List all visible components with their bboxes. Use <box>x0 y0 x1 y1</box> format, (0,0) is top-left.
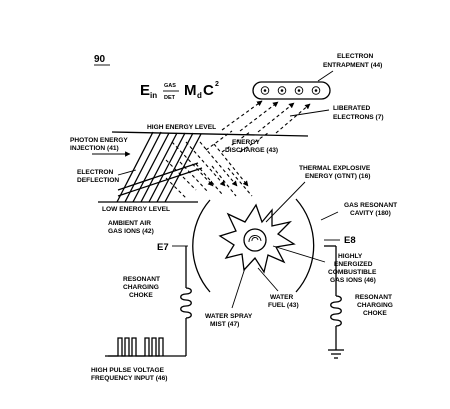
entrapment-leader <box>317 70 334 82</box>
pulse-input-label-1: HIGH PULSE VOLTAGE <box>91 367 165 374</box>
equation-c: C <box>203 82 214 99</box>
electron-deflection-label-2: DEFLECTION <box>77 177 119 184</box>
electron-entrapment-label-1: ELECTRON <box>337 53 374 60</box>
equation-c-superscript: 2 <box>215 81 219 88</box>
water-fuel-label-1: WATER <box>270 294 294 301</box>
equation-m: M <box>184 82 197 99</box>
liberated-electrons-label-1: LIBERATED <box>333 105 370 112</box>
photon-injection-label-2: INJECTION (41) <box>70 145 119 152</box>
highly-energized-leader <box>272 245 326 263</box>
cavity-right-wall <box>295 198 315 293</box>
cavity-label-2: CAVITY (180) <box>350 210 391 217</box>
explosion-star <box>218 203 296 274</box>
ion-core-outer <box>243 228 267 252</box>
liberated-electrons-label-2: ELECTRONS (7) <box>333 114 384 121</box>
left-choke-label-3: CHOKE <box>129 292 153 299</box>
water-fuel-leader <box>257 267 279 292</box>
energy-equation: E in GAS DET M d C 2 <box>140 81 219 101</box>
water-spray-label-2: MIST (47) <box>210 321 239 328</box>
pulse-input-label-2: FREQUENCY INPUT (46) <box>91 375 167 382</box>
energy-discharge-label-2: DISCHARGE (43) <box>225 147 278 154</box>
thermal-explosive-label-2: ENERGY (GTNT) (16) <box>305 173 370 180</box>
ground-symbol <box>328 349 344 359</box>
right-choke-coil <box>330 295 342 327</box>
figure-number: 90 <box>94 54 106 65</box>
ambient-gas-ions-label-1: AMBIENT AIR <box>108 220 151 227</box>
ion-core-swirl <box>248 235 262 243</box>
high-energy-level-line <box>111 131 309 137</box>
right-choke-label-2: CHARGING <box>357 302 393 309</box>
electrode-e7-label: E7 <box>157 242 169 253</box>
low-energy-level-label: LOW ENERGY LEVEL <box>102 206 170 213</box>
high-energy-level-label: HIGH ENERGY LEVEL <box>147 124 216 131</box>
photon-beams <box>116 131 203 203</box>
cavity-label-1: GAS RESONANT <box>344 202 397 209</box>
highly-energized-label-3: COMBUSTIBLE <box>328 269 377 276</box>
energy-discharge-arrows <box>165 141 253 199</box>
electrode-e8-label: E8 <box>344 235 356 246</box>
electron-entrapment-label-2: ENTRAPMENT (44) <box>323 62 382 69</box>
pulse-waveform <box>108 337 164 357</box>
highly-energized-label-2: ENERGIZED <box>334 261 373 268</box>
left-choke-coil <box>180 287 192 319</box>
cavity-left-wall <box>192 199 211 293</box>
cavity-leader <box>320 211 339 221</box>
right-choke-label-3: CHOKE <box>363 310 387 317</box>
highly-energized-label-1: HIGHLY <box>338 253 363 260</box>
left-choke-label-2: CHARGING <box>123 284 159 291</box>
equation-m-subscript: d <box>197 91 202 100</box>
equation-e: E <box>140 82 150 99</box>
water-fuel-label-2: FUEL (43) <box>268 302 299 309</box>
water-spray-label-1: WATER SPRAY <box>205 313 253 320</box>
left-choke-label-1: RESONANT <box>123 276 160 283</box>
highly-energized-label-4: GAS IONS (46) <box>330 277 376 284</box>
energy-discharge-label-1: ENERGY <box>232 139 260 146</box>
equation-fraction-top: GAS <box>164 83 176 89</box>
liberated-leader <box>289 109 330 117</box>
equation-fraction-bottom: DET <box>164 95 176 101</box>
right-choke-label-1: RESONANT <box>355 294 392 301</box>
equation-e-subscript: in <box>150 91 157 100</box>
photon-injection-label-1: PHOTON ENERGY <box>70 137 128 144</box>
water-spray-leader <box>231 267 246 309</box>
ambient-gas-ions-label-2: GAS IONS (42) <box>108 228 154 235</box>
electron-deflection-label-1: ELECTRON <box>77 169 114 176</box>
thermal-explosive-label-1: THERMAL EXPLOSIVE <box>299 165 371 172</box>
electron-entrapment-grid <box>252 81 331 100</box>
